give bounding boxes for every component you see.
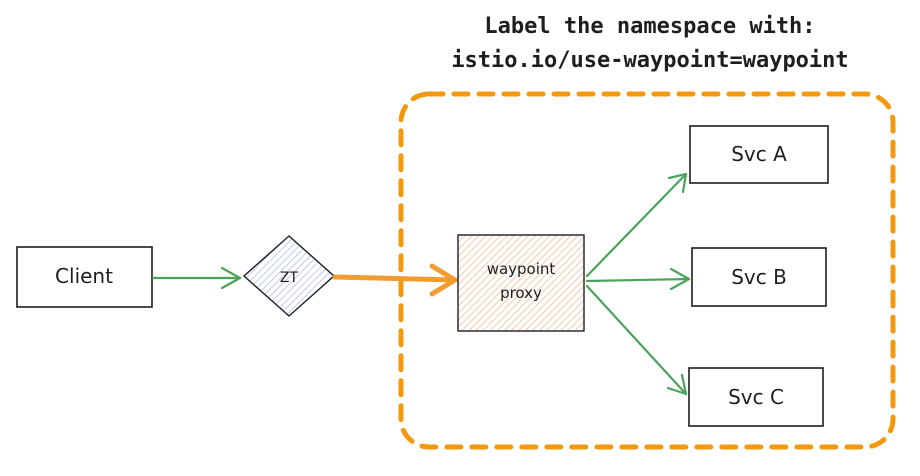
waypoint-proxy-node: waypoint proxy: [457, 234, 585, 332]
svc-a-label: Svc A: [731, 142, 787, 166]
arrow-waypoint-to-svc-a: [585, 172, 688, 278]
waypoint-label-line1: waypoint: [487, 260, 556, 278]
svc-b-label: Svc B: [731, 265, 787, 289]
svc-a-node: Svc A: [689, 125, 829, 184]
arrow-ztunnel-to-waypoint: [332, 263, 458, 297]
annotation-line-2: istio.io/use-waypoint=waypoint: [451, 48, 849, 73]
namespace-boundary: [398, 91, 896, 450]
ztunnel-node: ZT: [242, 235, 336, 317]
arrow-waypoint-to-svc-c: [585, 284, 688, 396]
svc-c-label: Svc C: [728, 385, 784, 409]
arrow-waypoint-to-svc-b: [585, 267, 691, 291]
waypoint-label-line2: proxy: [500, 284, 542, 302]
arrow-client-to-ztunnel: [151, 266, 242, 290]
ztunnel-label: ZT: [280, 270, 299, 286]
client-node: Client: [16, 246, 153, 308]
svc-c-node: Svc C: [688, 367, 824, 427]
annotation-line-1: Label the namespace with:: [484, 14, 816, 39]
client-label: Client: [55, 264, 113, 288]
svc-b-node: Svc B: [691, 247, 827, 307]
